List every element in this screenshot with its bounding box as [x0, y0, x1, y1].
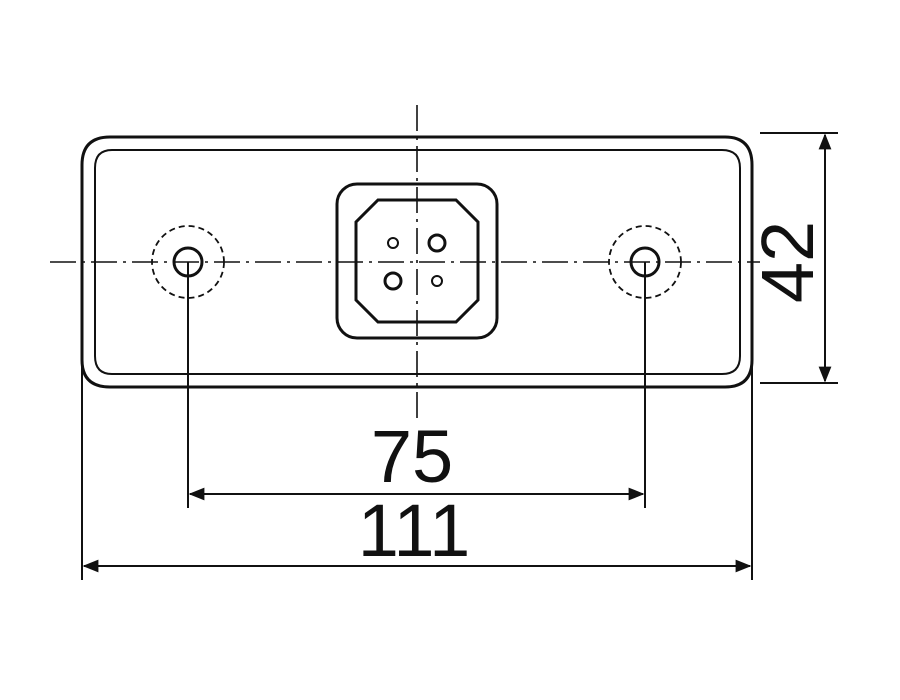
connector-outer-frame: [335, 182, 499, 340]
dimension-label-height: 42: [746, 221, 829, 303]
connector-pin: [383, 271, 403, 291]
housing-outer-outline: [80, 135, 754, 389]
right-hole-dashed-circle: [608, 225, 682, 299]
connector-octagon: [354, 198, 480, 324]
connector-pin: [387, 237, 399, 249]
housing-inner-outline: [94, 149, 741, 375]
connector-pin: [427, 233, 447, 253]
dimension-label-hole-spacing: 75: [371, 415, 453, 498]
dimension-label-overall-width: 111: [358, 489, 470, 572]
connector-pin: [431, 275, 443, 287]
left-hole-dashed-circle: [151, 225, 225, 299]
